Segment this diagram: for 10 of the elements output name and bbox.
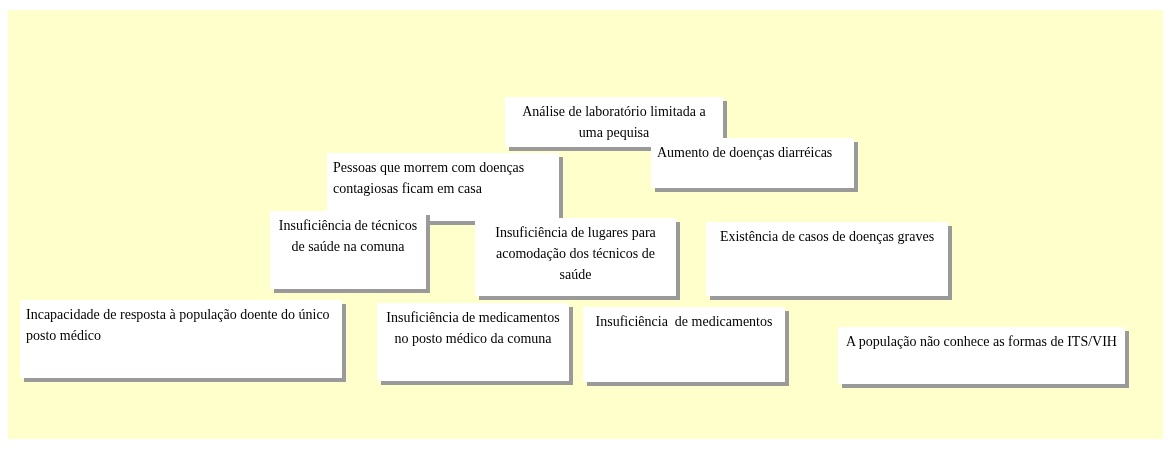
box-text: Insuficiência de técnicos de saúde na comuna [277,217,419,256]
box-text: A população não conhece as formas de ITS/VIH [845,333,1118,351]
box-text: Aumento de doenças diarréicas [657,144,834,162]
box-text: Existência de casos de doenças graves [718,228,936,246]
box-text: Insuficiência de medicamentos no posto médico da comuna [385,309,561,348]
box-text: Incapacidade de resposta à população doente do único posto médico [26,306,331,345]
box-text: Pessoas que morrem com doenças contagiosas ficam em casa [333,159,526,198]
box-text: Insuficiência de lugares para acomodação dos técnicos de saúde [494,224,657,284]
box-text: Insuficiência de medicamentos [594,313,774,331]
box-text: Análise de laboratório limitada a uma pequisa [521,103,707,142]
